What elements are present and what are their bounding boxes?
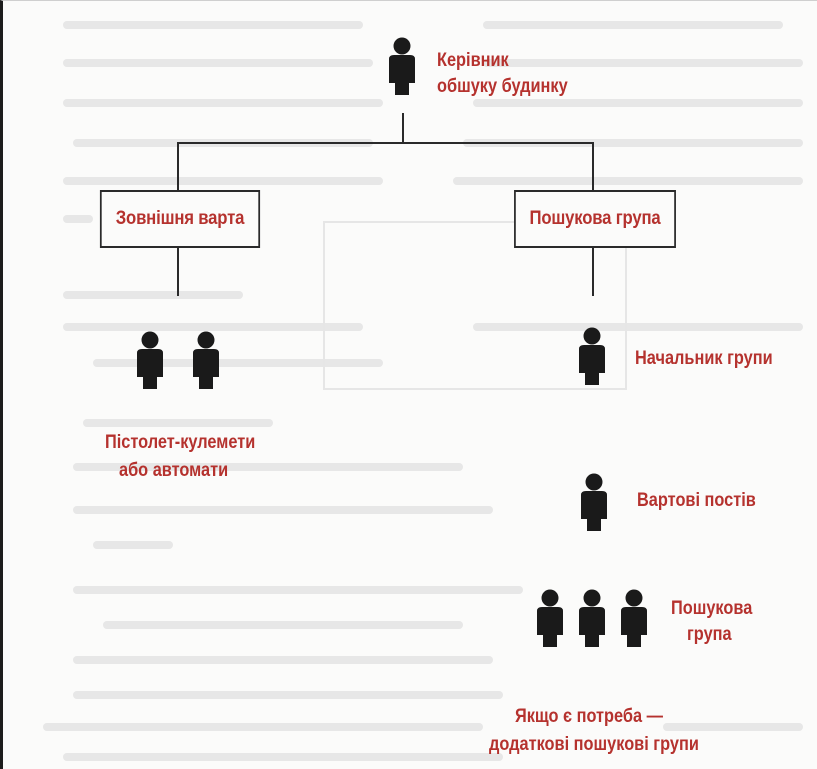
search-group-label-line1: Пошукова [671,598,753,619]
person-icon [577,589,607,647]
person-icon [619,589,649,647]
connector-to-right-box [592,142,594,190]
person-icon [191,331,221,389]
person-icon [387,37,417,95]
connector-horizontal [177,142,593,144]
head-label-line2: обшуку будинку [437,76,568,97]
person-icon [135,331,165,389]
post-guards-label: Вартові постів [637,490,756,511]
person-icon [577,327,607,385]
connector-head-down [402,113,404,143]
search-group-box: Пошукова група [514,190,676,248]
person-icon [579,473,609,531]
connector-right-down [592,246,594,296]
group-leader-label: Начальник групи [635,348,773,369]
connector-left-down [177,246,179,296]
connector-to-left-box [177,142,179,190]
search-group-label-line2: група [687,624,732,645]
head-label-line1: Керівник [437,50,509,71]
outer-guard-caption-line2: або автомати [119,460,229,481]
outer-guard-caption-line1: Пістолет-кулемети [105,432,256,453]
outer-guard-box: Зовнішня варта [99,190,261,248]
extra-groups-line2: додаткові пошукові групи [489,734,699,755]
extra-groups-line1: Якщо є потреба — [515,706,663,727]
person-icon [535,589,565,647]
